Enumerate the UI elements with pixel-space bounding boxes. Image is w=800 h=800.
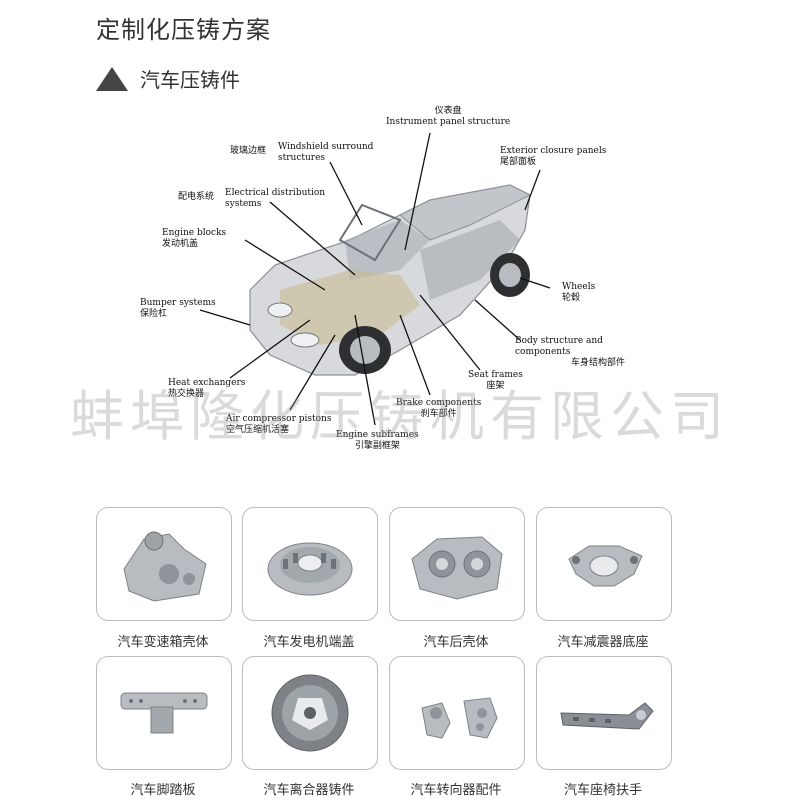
label-windshield-en: Windshield surround structures [278,142,374,163]
foot-pedal-icon [120,692,208,734]
label-heat-exchangers: Heat exchangers 热交换器 [168,378,246,399]
page-title: 定制化压铸方案 [96,16,271,44]
steering-part-icon [421,697,498,739]
product-caption: 汽车座椅扶手 [563,783,642,798]
section-heading: 汽车压铸件 [96,64,240,93]
label-engine-blocks: Engine blocks 发动机盖 [162,228,227,249]
label-air-compressor: Air compressor pistons 空气压缩机活塞 [226,414,332,435]
product-card-armrest[interactable] [536,656,672,770]
product-card-clutch[interactable] [242,656,378,770]
label-windshield: 玻璃边框 [230,146,267,156]
product-caption: 汽车后壳体 [423,635,489,650]
product-caption: 汽车转向器配件 [410,783,502,798]
product-card-shock-base[interactable] [536,507,672,621]
triangle-icon [96,66,128,91]
label-body-structure: Body structure and components 车身结构部件 [515,336,625,368]
label-bumper: Bumper systems 保险杠 [140,298,216,319]
product-caption: 汽车发电机端盖 [263,635,355,650]
shock-absorber-base-icon [568,545,643,587]
label-wheels: Wheels 轮毂 [562,282,596,303]
label-electrical-cn: 配电系统 [178,192,215,202]
rear-housing-icon [411,536,503,600]
product-caption: 汽车减震器底座 [557,635,649,650]
section-title: 汽车压铸件 [140,68,240,92]
car-illustration [199,132,551,426]
product-caption: 汽车离合器铸件 [263,783,355,798]
label-electrical-en: Electrical distribution systems [225,188,326,209]
label-seat-frames: Seat frames 座架 [468,370,523,391]
product-card-foot-pedal[interactable] [96,656,232,770]
gearbox-housing-icon [123,531,207,602]
product-caption: 汽车脚踏板 [130,783,196,798]
product-card-generator-cover[interactable] [242,507,378,621]
label-exterior-closure: Exterior closure panels 尾部面板 [500,146,607,167]
car-diagram: 仪表盘 Instrument panel structure 玻璃边框 Wind… [100,100,700,480]
product-caption: 汽车变速箱壳体 [117,635,209,650]
label-instrument-panel: 仪表盘 Instrument panel structure [386,106,511,127]
generator-end-cover-icon [267,542,353,596]
product-card-steering[interactable] [389,656,525,770]
product-card-rear-housing[interactable] [389,507,525,621]
label-brake: Brake components 刹车部件 [396,398,482,419]
seat-armrest-icon [560,702,654,730]
product-card-gearbox[interactable] [96,507,232,621]
clutch-casting-icon [271,674,349,752]
label-engine-subframes: Engine subframes 引擎副框架 [336,430,419,451]
